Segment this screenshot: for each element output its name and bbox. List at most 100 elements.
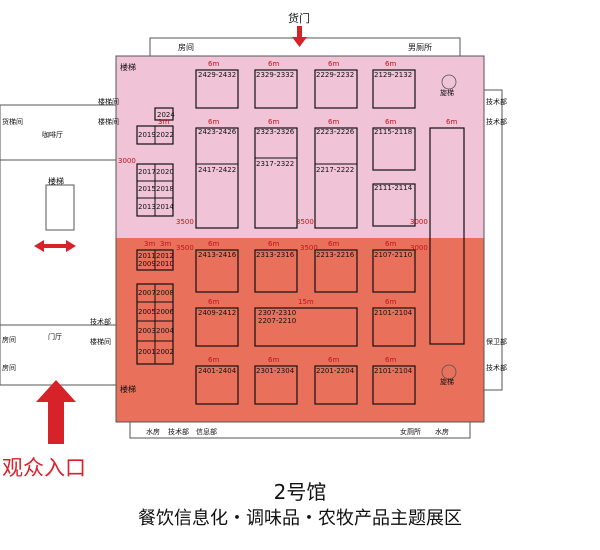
water-room2: 水房	[435, 427, 449, 436]
booth-2024: 2024	[157, 111, 175, 119]
booth-2307: 2307-2310	[258, 309, 296, 317]
booth-2005: 2005	[138, 308, 156, 316]
dim-15m: 15m	[298, 298, 314, 306]
booth-2019: 2019	[138, 131, 156, 139]
dim-6m-k: 6m	[268, 240, 279, 248]
tech-right3: 技术部	[486, 363, 507, 372]
upper-zone	[116, 56, 484, 238]
dim-6m-r: 6m	[328, 356, 339, 364]
spiral-top-icon	[441, 74, 457, 90]
tech-top: 技术部	[486, 97, 507, 106]
stairs-left3: 楼梯间	[90, 337, 111, 346]
dim-3000-b: 3000	[410, 218, 428, 226]
stairs-left2: 楼梯间	[98, 117, 119, 126]
dim-6m-a: 6m	[208, 60, 219, 68]
bottom-rooms-outline	[129, 421, 471, 439]
entrance-label: 观众入口	[2, 456, 86, 480]
womens-restroom: 女厕所	[400, 427, 421, 436]
booth-2008: 2008	[156, 289, 174, 297]
cargo-stairs: 货梯间	[2, 117, 23, 126]
dim-3m-c: 3m	[160, 240, 171, 248]
booth-2018: 2018	[156, 185, 174, 193]
booth-2010: 2010	[156, 260, 174, 268]
booth-2011: 2011	[138, 252, 156, 260]
room-top: 房间	[178, 42, 194, 52]
tech-left: 技术部	[90, 317, 111, 326]
dim-6m-c: 6m	[328, 60, 339, 68]
booth-2012: 2012	[156, 252, 174, 260]
dim-6m-f: 6m	[268, 118, 279, 126]
dim-6m-s: 6m	[385, 356, 396, 364]
booth-2201: 2201-2204	[316, 367, 355, 375]
stairs-top: 楼梯	[120, 62, 136, 72]
dim-3000-c: 3000	[410, 244, 428, 252]
cafe: 咖啡厅	[42, 130, 63, 139]
booth-2007: 2007	[138, 289, 156, 297]
spiral-bottom: 旋梯	[440, 377, 454, 386]
booth-2107: 2107-2110	[374, 251, 412, 259]
info-dept: 信息部	[196, 427, 217, 436]
dim-6m-p: 6m	[208, 356, 219, 364]
dim-6m-j: 6m	[208, 240, 219, 248]
booth-2020: 2020	[156, 168, 174, 176]
stairs-bottom: 楼梯	[120, 384, 136, 394]
booth-2401: 2401-2404	[198, 367, 237, 375]
booth-2004: 2004	[156, 327, 174, 335]
booth-2111: 2111-2114	[374, 184, 413, 192]
long-booth-right	[429, 127, 465, 345]
entrance-arrow-icon	[36, 380, 76, 444]
booth-2223: 2223-2226	[316, 128, 355, 136]
stair-block	[45, 184, 75, 231]
booth-2313: 2313-2316	[256, 251, 295, 259]
booth-2101-lower: 2101-2104	[374, 367, 413, 375]
booth-2129: 2129-2132	[374, 71, 412, 79]
booth-2217: 2217-2222	[316, 166, 354, 174]
booth-2001: 2001	[138, 348, 156, 356]
lobby: 门厅	[48, 332, 62, 341]
booth-2207: 2207-2210	[258, 317, 296, 325]
right-wing	[483, 89, 503, 391]
dim-3500-c: 3500	[176, 244, 194, 252]
booth-2003: 2003	[138, 327, 156, 335]
water-room1: 水房	[146, 427, 160, 436]
booth-2409: 2409-2412	[198, 309, 236, 317]
booth-2301: 2301-2304	[256, 367, 295, 375]
dim-3500-a: 3500	[176, 218, 194, 226]
booth-2229: 2229-2232	[316, 71, 354, 79]
hall-title: 2号馆	[273, 480, 327, 504]
booth-2417: 2417-2422	[198, 166, 236, 174]
dim-3000-a: 3000	[118, 157, 136, 165]
security: 保卫部	[486, 337, 507, 346]
cargo-door-arrow-icon	[292, 37, 307, 47]
booth-2013: 2013	[138, 203, 156, 211]
mens-restroom: 男厕所	[408, 42, 432, 52]
dim-6m-e: 6m	[208, 118, 219, 126]
dim-6m-g: 6m	[328, 118, 339, 126]
dim-6m-h: 6m	[385, 118, 396, 126]
booth-2022: 2022	[156, 131, 174, 139]
booth-2002: 2002	[156, 348, 174, 356]
booth-2014: 2014	[156, 203, 174, 211]
booth-2101: 2101-2104	[374, 309, 413, 317]
dim-3m-b: 3m	[144, 240, 155, 248]
dim-3500-b: 3500	[296, 218, 314, 226]
dim-6m-n: 6m	[208, 298, 219, 306]
dim-3500-d: 3500	[300, 244, 318, 252]
spiral-top: 旋梯	[440, 88, 454, 97]
dim-3m-a: 3m	[158, 118, 169, 126]
hall-subtitle: 餐饮信息化・调味品・农牧产品主题展区	[138, 508, 462, 529]
spiral-bottom-icon	[441, 364, 457, 380]
dim-6m-l: 6m	[328, 240, 339, 248]
tech-top2: 技术部	[486, 117, 507, 126]
booth-2423: 2423-2426	[198, 128, 237, 136]
booth-2323: 2323-2326	[256, 128, 295, 136]
booth-2329: 2329-2332	[256, 71, 294, 79]
stairs-mid: 楼梯	[48, 176, 64, 186]
lower-zone	[116, 238, 484, 422]
room-left: 房间	[2, 335, 16, 344]
booth-2115: 2115-2118	[374, 128, 412, 136]
dim-6m-i: 6m	[446, 118, 457, 126]
booth-2017: 2017	[138, 168, 156, 176]
booth-2429: 2429-2432	[198, 71, 236, 79]
